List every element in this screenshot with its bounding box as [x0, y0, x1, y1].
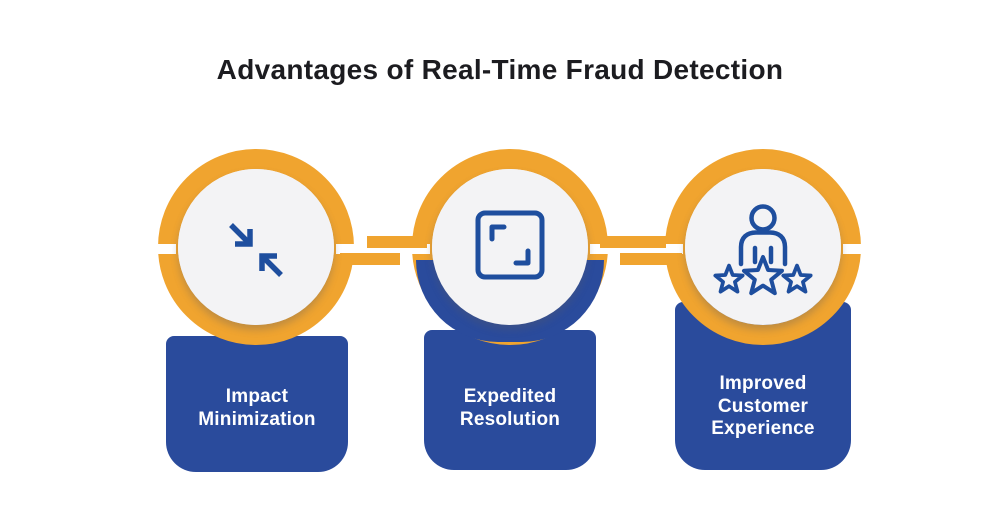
- badge-circle-2: [432, 169, 588, 325]
- ring-gap: [661, 244, 683, 254]
- card-impact-minimization: [166, 336, 348, 472]
- card-label: Impact Minimization: [198, 386, 316, 430]
- customer-satisfaction-icon: [713, 204, 813, 296]
- card-expedited-resolution: [424, 330, 596, 470]
- ring-gap: [408, 244, 430, 254]
- compress-arrows-icon: [229, 223, 283, 277]
- ring-gap: [336, 244, 358, 254]
- page-title: Advantages of Real-Time Fraud Detection: [216, 54, 784, 85]
- ring-gap: [590, 244, 612, 254]
- connector-bar: [367, 236, 427, 248]
- badge-circle-3: [685, 169, 841, 325]
- connector-bar: [620, 253, 682, 265]
- card-label: Improved Customer Experience: [711, 373, 815, 439]
- connector-bar: [600, 236, 666, 248]
- badge-circle-1: [178, 169, 334, 325]
- ring-gap: [843, 244, 865, 254]
- expand-square-icon: [475, 210, 545, 280]
- card-label: Expedited Resolution: [459, 386, 561, 430]
- connector-bar: [340, 253, 400, 265]
- ring-gap: [154, 244, 176, 254]
